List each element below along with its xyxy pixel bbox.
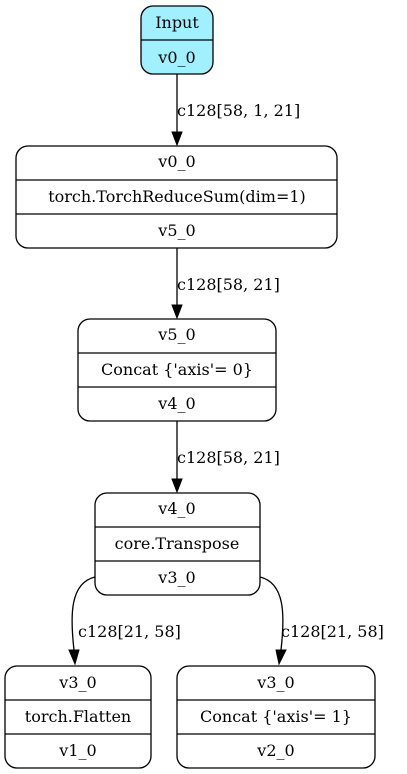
node-input[interactable]: Input v0_0 bbox=[140, 5, 214, 75]
node-output: v4_0 bbox=[157, 394, 195, 413]
node-output: v2_0 bbox=[256, 741, 294, 760]
node-output: v3_0 bbox=[157, 568, 195, 587]
edge-transpose-to-flatten: c128[21, 58] bbox=[68, 576, 181, 666]
edge-label: c128[58, 21] bbox=[177, 448, 280, 467]
edge-concat0-to-transpose: c128[58, 21] bbox=[171, 421, 280, 494]
node-input-name: v4_0 bbox=[157, 499, 195, 518]
edge-transpose-to-concat1: c128[21, 58] bbox=[259, 576, 384, 666]
node-flatten[interactable]: v3_0 torch.Flatten v1_0 bbox=[4, 665, 152, 769]
node-op: torch.TorchReduceSum(dim=1) bbox=[48, 187, 306, 206]
node-title: Input bbox=[155, 13, 199, 32]
node-reduce-sum[interactable]: v0_0 torch.TorchReduceSum(dim=1) v5_0 bbox=[15, 145, 338, 249]
node-input-name: v3_0 bbox=[58, 673, 96, 692]
node-op: Concat {'axis'= 1} bbox=[200, 707, 352, 726]
node-concat-axis1[interactable]: v3_0 Concat {'axis'= 1} v2_0 bbox=[176, 665, 376, 769]
node-op: Concat {'axis'= 0} bbox=[101, 360, 253, 379]
node-output: v5_0 bbox=[157, 221, 195, 240]
edge-label: c128[58, 1, 21] bbox=[177, 101, 300, 120]
node-output: v0_0 bbox=[157, 48, 195, 67]
edge-reduce-to-concat0: c128[58, 21] bbox=[171, 248, 280, 320]
edge-label: c128[21, 58] bbox=[78, 622, 181, 641]
node-op: core.Transpose bbox=[115, 534, 240, 553]
node-input-name: v0_0 bbox=[157, 152, 195, 171]
node-input-name: v3_0 bbox=[256, 673, 294, 692]
edge-label: c128[21, 58] bbox=[281, 622, 384, 641]
node-input-name: v5_0 bbox=[157, 325, 195, 344]
node-transpose[interactable]: v4_0 core.Transpose v3_0 bbox=[94, 492, 261, 596]
node-op: torch.Flatten bbox=[25, 707, 131, 726]
node-output: v1_0 bbox=[58, 741, 96, 760]
edge-input-to-reduce: c128[58, 1, 21] bbox=[171, 74, 300, 147]
edge-label: c128[58, 21] bbox=[177, 275, 280, 294]
node-concat-axis0[interactable]: v5_0 Concat {'axis'= 0} v4_0 bbox=[77, 318, 277, 422]
